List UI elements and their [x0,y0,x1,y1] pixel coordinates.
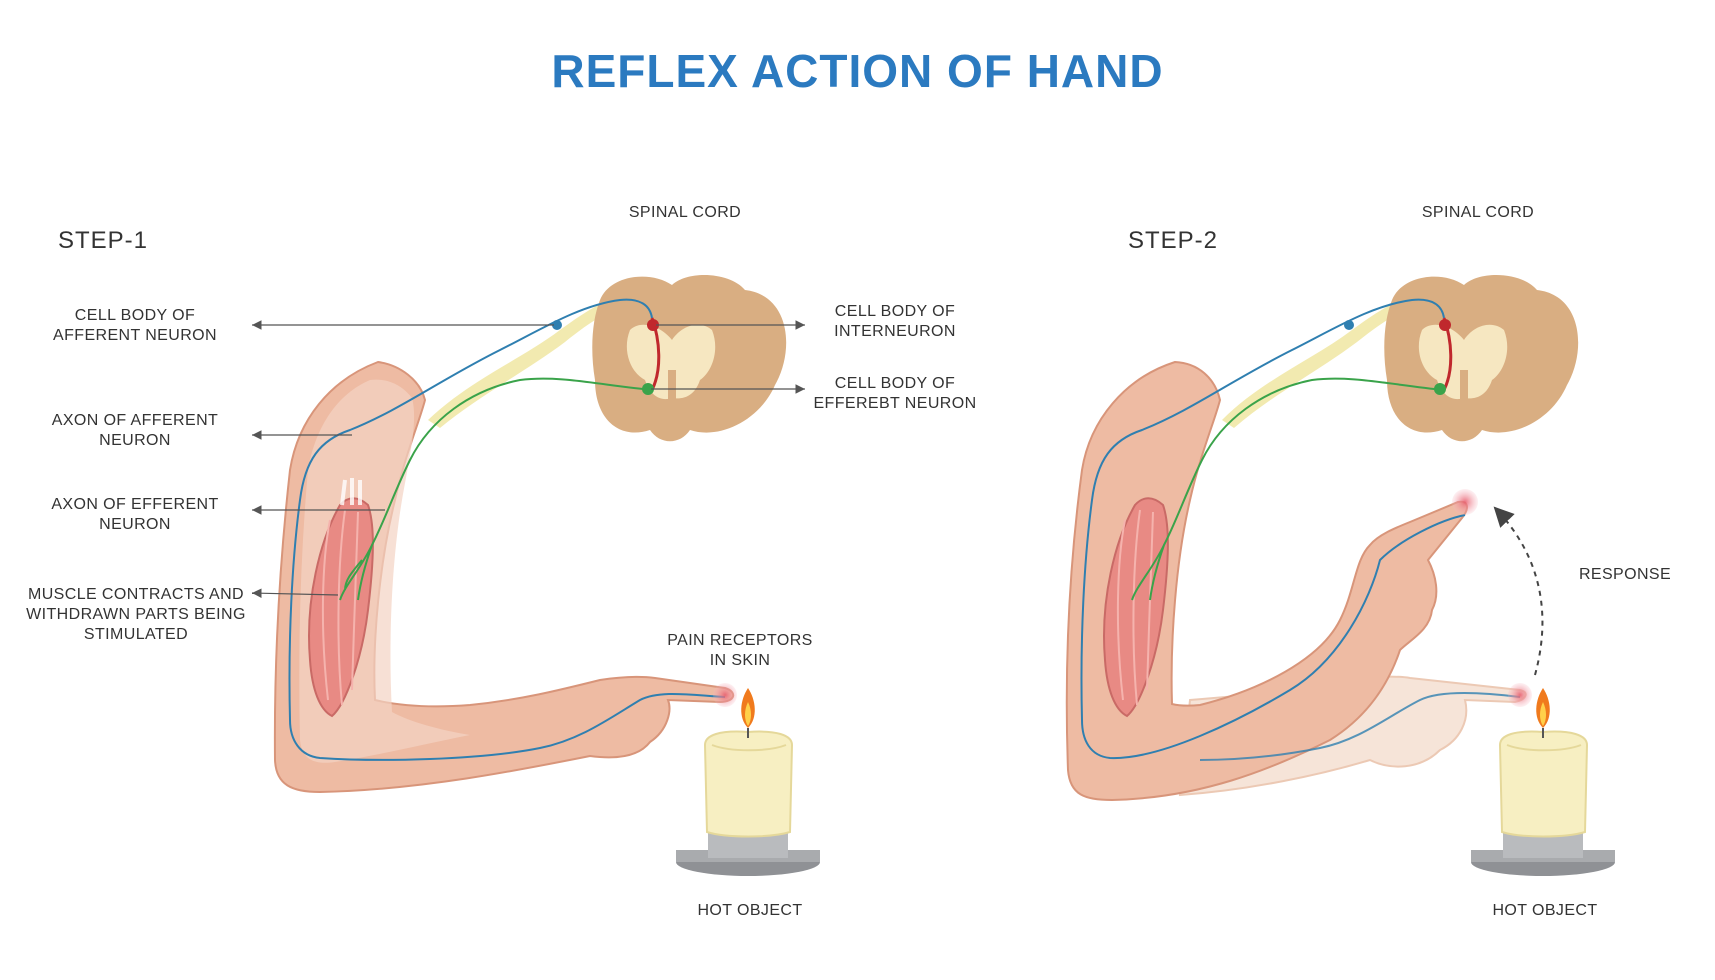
step1-illustration [251,274,820,876]
step1-afferent-axon [288,298,726,761]
step2-spinal-cord-label: SPINAL CORD [1421,204,1535,221]
step2-arm [1065,360,1468,802]
step2-hot-object-label: HOT OBJECT [1492,902,1598,919]
step2-spinal-cord [1384,274,1579,442]
step1-heading: STEP-1 [58,227,149,254]
step1-afferent-cell-body [552,320,562,330]
step1-afferent-cell-body-label: CELL BODY OF AFFERENT NEURON [53,307,217,344]
step1-hot-object-label: HOT OBJECT [697,902,803,919]
step2-heading: STEP-2 [1128,227,1219,254]
page-title: REFLEX ACTION OF HAND [551,45,1164,97]
step2-response-arrow [1493,506,1544,676]
step1-interneuron-label: CELL BODY OF INTERNEURON [834,303,956,340]
step1-interneuron-cell-body [647,319,659,331]
step1-spinal-cord [592,274,787,442]
step1-efferent-cell-body-label: CELL BODY OF EFFEREBT NEURON [813,375,977,412]
step1-afferent-axon-label: AXON OF AFFERENT NEURON [51,412,219,449]
step1-muscle [308,478,374,718]
step1-efferent-cell-body [642,383,654,395]
step1-efferent-axon [339,377,653,601]
step2-response-label: RESPONSE [1578,566,1672,583]
step1-spinal-cord-label: SPINAL CORD [628,204,742,221]
step1-efferent-axon-label: AXON OF EFFERENT NEURON [51,496,219,533]
step1-pain-receptors-label: PAIN RECEPTORS IN SKIN [667,632,813,669]
step1-pain-receptor [713,683,737,707]
step2-candle [1471,688,1615,876]
step1-leader-muscle [251,588,339,599]
step2-illustration [1065,274,1615,876]
step1-candle [676,688,820,876]
step1-muscle-label: MUSCLE CONTRACTS AND WITHDRAWN PARTS BEI… [26,586,246,643]
